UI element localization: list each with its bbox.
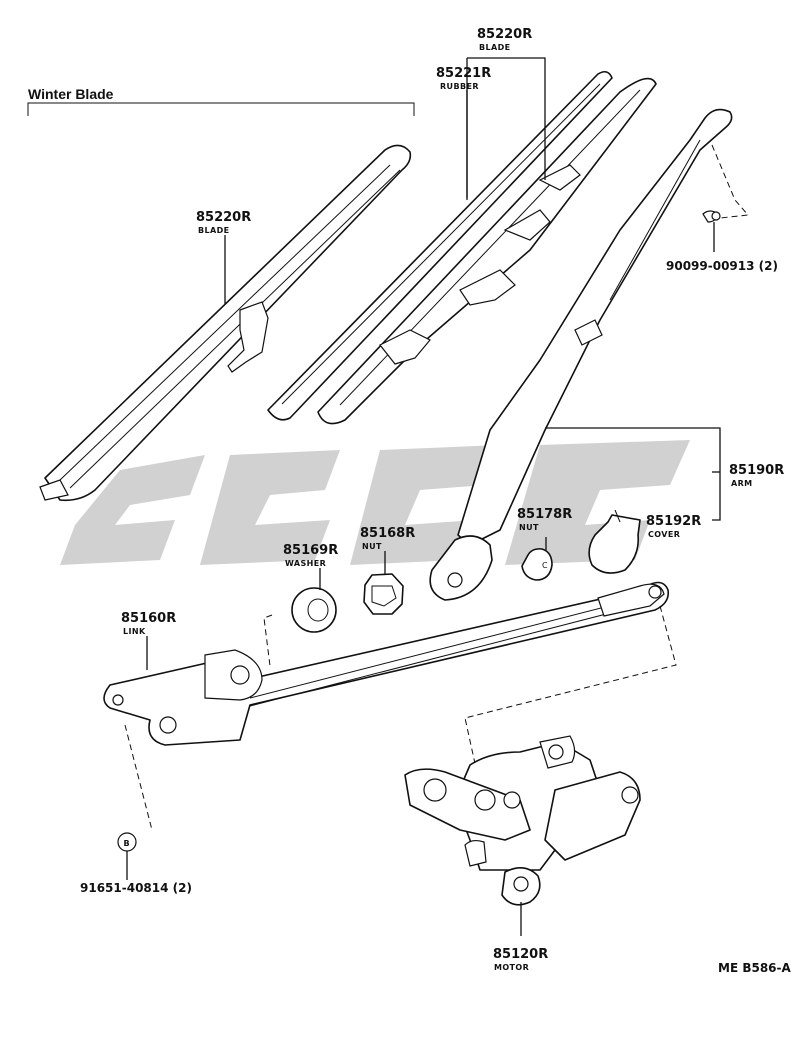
winter-blade-title: Winter Blade <box>28 86 114 102</box>
svg-text:RUBBER: RUBBER <box>440 82 479 91</box>
label-nut[interactable]: 85168R NUT <box>360 526 415 551</box>
svg-text:BLADE: BLADE <box>198 226 230 235</box>
svg-text:COVER: COVER <box>648 530 680 539</box>
label-arm-nut[interactable]: 85178R NUT <box>517 507 572 532</box>
svg-text:C: C <box>542 561 548 570</box>
cover-part[interactable] <box>588 509 641 574</box>
label-link[interactable]: 85160R LINK <box>121 611 176 636</box>
winter-blade-group: Winter Blade <box>27 86 415 116</box>
svg-text:WASHER: WASHER <box>285 559 326 568</box>
svg-text:NUT: NUT <box>362 542 382 551</box>
label-arm[interactable]: 85190R ARM <box>729 463 784 488</box>
winter-blade-part[interactable] <box>39 144 412 502</box>
diagram-code: ME B586-A <box>718 961 791 975</box>
wiper-arm-part[interactable] <box>429 108 733 601</box>
svg-text:90099-00913 (2): 90099-00913 (2) <box>666 259 778 273</box>
label-motor[interactable]: 85120R MOTOR <box>493 947 548 972</box>
label-clip[interactable]: 90099-00913 (2) <box>666 259 778 273</box>
label-blade[interactable]: 85220R BLADE <box>477 27 532 52</box>
wiper-blade-part[interactable] <box>267 70 657 425</box>
svg-text:85120R: 85120R <box>493 947 548 962</box>
label-winter-blade[interactable]: 85220R BLADE <box>196 210 251 235</box>
label-bolt[interactable]: 91651-40814 (2) <box>80 881 192 895</box>
svg-text:MOTOR: MOTOR <box>494 963 529 972</box>
svg-text:85160R: 85160R <box>121 611 176 626</box>
svg-text:85221R: 85221R <box>436 66 491 81</box>
arm-nut-part[interactable]: C <box>521 548 553 581</box>
washer-part[interactable] <box>291 587 337 633</box>
svg-text:85168R: 85168R <box>360 526 415 541</box>
motor-part[interactable] <box>404 735 641 936</box>
leader-lines <box>146 57 721 670</box>
bolt-marker: B <box>124 839 131 848</box>
label-rubber[interactable]: 85221R RUBBER <box>436 66 491 91</box>
label-washer[interactable]: 85169R WASHER <box>283 543 338 568</box>
svg-text:NUT: NUT <box>519 523 539 532</box>
bolt-part[interactable]: B <box>117 832 137 880</box>
link-part[interactable] <box>103 581 670 746</box>
svg-text:85220R: 85220R <box>196 210 251 225</box>
svg-text:91651-40814 (2): 91651-40814 (2) <box>80 881 192 895</box>
svg-text:LINK: LINK <box>123 627 146 636</box>
label-cover[interactable]: 85192R COVER <box>646 514 701 539</box>
svg-text:BLADE: BLADE <box>479 43 511 52</box>
svg-text:85178R: 85178R <box>517 507 572 522</box>
nut-part[interactable] <box>363 573 404 615</box>
svg-text:85190R: 85190R <box>729 463 784 478</box>
svg-text:ARM: ARM <box>731 479 753 488</box>
svg-text:85220R: 85220R <box>477 27 532 42</box>
clip-part[interactable] <box>702 144 750 252</box>
svg-text:85169R: 85169R <box>283 543 338 558</box>
svg-text:85192R: 85192R <box>646 514 701 529</box>
